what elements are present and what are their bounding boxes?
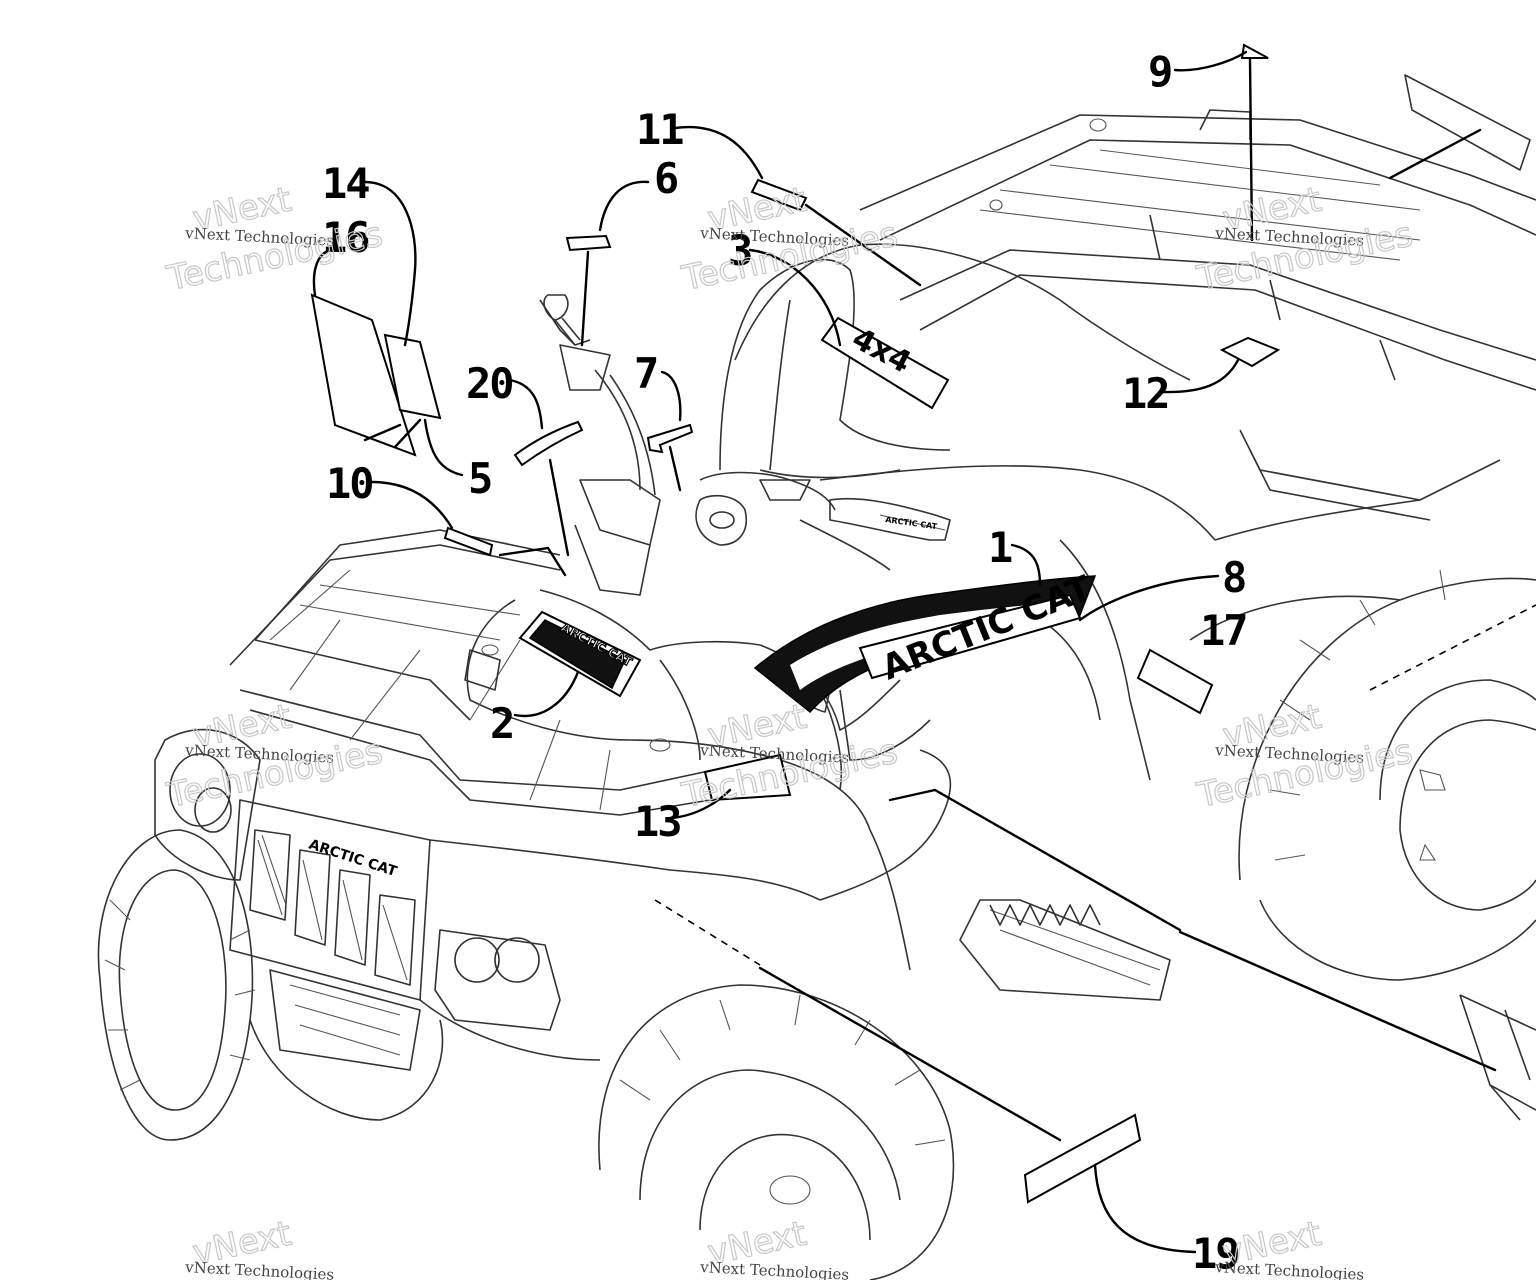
leader-11 xyxy=(673,125,764,180)
decal-16-panel xyxy=(310,293,417,457)
callout-8: 8 xyxy=(1222,553,1245,602)
callout-numbers: 1 2 3 5 6 7 8 9 10 11 12 13 14 16 17 19 … xyxy=(322,47,1249,1278)
watermark-5: vNext vNext Technologies Technologies xyxy=(678,696,902,817)
leader-19 xyxy=(1093,1163,1197,1254)
decal-17 xyxy=(1136,648,1214,715)
leader-2 xyxy=(513,670,580,718)
callout-10: 10 xyxy=(326,459,373,508)
leader-7 xyxy=(660,370,682,422)
callout-6: 6 xyxy=(654,154,678,203)
leader-1 xyxy=(1010,543,1042,587)
callout-17: 17 xyxy=(1200,606,1247,655)
callout-9: 9 xyxy=(1148,47,1171,96)
decal-14-panel xyxy=(383,333,442,420)
decal-13 xyxy=(703,753,792,802)
decal-12 xyxy=(1219,336,1281,368)
rear-right-wheel xyxy=(1238,569,1536,981)
decal-9 xyxy=(1240,43,1269,59)
leader-19b xyxy=(758,966,1062,1142)
callout-19: 19 xyxy=(1192,1229,1239,1278)
callout-1: 1 xyxy=(988,523,1012,572)
leader-9b xyxy=(1248,58,1254,242)
callout-11: 11 xyxy=(636,105,683,154)
callout-3: 3 xyxy=(728,226,751,275)
wm-line: vNext Technologies xyxy=(184,1258,335,1280)
leader-6 xyxy=(598,180,650,232)
leader-12 xyxy=(1160,358,1240,394)
callout-7: 7 xyxy=(634,349,657,398)
decal-6 xyxy=(565,234,612,252)
leader-13 xyxy=(670,788,732,820)
rear-edge-parts xyxy=(1404,74,1536,1121)
leader-dashed-rear xyxy=(1369,604,1536,691)
decal-20 xyxy=(513,420,584,467)
wm-line: vNext Technologies xyxy=(1214,1258,1365,1280)
watermark-4: vNext vNext Technologies Technologies xyxy=(163,696,387,817)
leader-10 xyxy=(370,480,454,530)
watermark-3: vNext vNext Technologies Technologies xyxy=(1193,179,1417,300)
watermark-2: vNext vNext Technologies Technologies xyxy=(678,179,902,300)
front-rack xyxy=(229,529,771,816)
front-left-wheel xyxy=(97,829,444,1141)
decal-3-hood-emblem: 4x4 xyxy=(820,316,950,410)
seat xyxy=(719,258,951,479)
front-fascia xyxy=(154,728,952,1071)
leader-8 xyxy=(1078,574,1220,622)
rear-rack xyxy=(859,109,1536,521)
leader-3 xyxy=(748,248,842,347)
callout-2: 2 xyxy=(490,699,513,748)
decal-1-side-graphic: ARCTIC CAT xyxy=(753,568,1098,714)
decal-19 xyxy=(1023,1113,1142,1204)
decal-10 xyxy=(443,526,494,557)
leader-5 xyxy=(423,418,464,477)
leader-16 xyxy=(312,248,332,297)
leader-9 xyxy=(1173,50,1248,72)
leader-20 xyxy=(508,378,544,430)
callout-5: 5 xyxy=(468,454,491,503)
leader-11b xyxy=(804,203,922,287)
leader-dashed-front xyxy=(654,899,761,966)
decal-2-console-emblem: ARCTIC CAT xyxy=(518,610,642,698)
front-right-wheel xyxy=(598,984,955,1280)
watermark-8: vNext vNext Technologies xyxy=(699,1213,850,1280)
footrest xyxy=(959,899,1171,1001)
leader-lines xyxy=(312,50,1536,1254)
leader-footrest xyxy=(888,788,1182,932)
handlebar xyxy=(539,294,951,596)
callout-12: 12 xyxy=(1122,369,1169,418)
leader-rear-top xyxy=(1388,128,1482,180)
watermarks: vNext vNext Technologies Technologies vN… xyxy=(163,179,1417,1280)
callout-16: 16 xyxy=(322,213,369,262)
grip-brand-text: ARCTIC CAT xyxy=(885,515,938,531)
watermark-7: vNext vNext Technologies xyxy=(184,1213,335,1280)
decal-7 xyxy=(646,423,694,454)
callout-20: 20 xyxy=(466,359,513,408)
wm-line: vNext Technologies xyxy=(699,1258,850,1280)
watermark-9: vNext vNext Technologies xyxy=(1214,1213,1365,1280)
leader-7b xyxy=(668,445,682,492)
grille-brand-text: ARCTIC CAT xyxy=(307,837,399,881)
callout-14: 14 xyxy=(322,159,369,208)
leader-20b xyxy=(548,458,570,557)
callout-13: 13 xyxy=(634,797,681,846)
leader-14 xyxy=(363,180,417,347)
leader-rear-bottom xyxy=(1178,930,1497,1072)
watermark-6: vNext vNext Technologies Technologies xyxy=(1193,696,1417,817)
decal-11 xyxy=(750,178,808,212)
atv-outline xyxy=(97,74,1536,1280)
leader-6b xyxy=(580,250,590,347)
leader-10b xyxy=(498,546,567,577)
leader-5b xyxy=(363,418,422,449)
